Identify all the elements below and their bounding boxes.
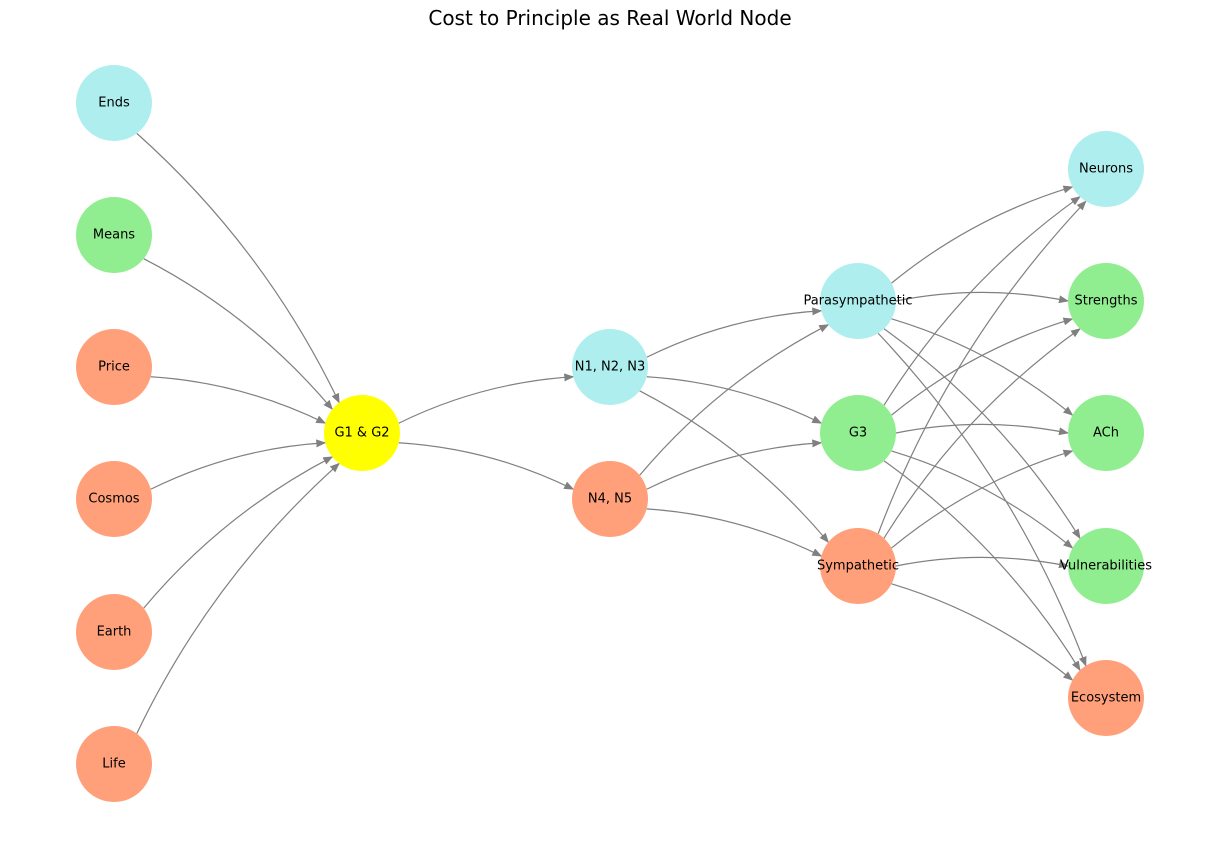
node-earth: Earth xyxy=(76,594,152,670)
edge-ends-to-g1g2 xyxy=(136,132,340,404)
node-para: Parasympathetic xyxy=(803,263,913,339)
edge-symp-to-eco xyxy=(891,583,1074,681)
node-n123: N1, N2, N3 xyxy=(572,329,648,405)
diagram-title: Cost to Principle as Real World Node xyxy=(428,6,792,30)
node-ach-circle xyxy=(1068,395,1144,471)
edge-g3-to-eco xyxy=(883,460,1081,672)
node-symp-circle xyxy=(820,528,896,604)
edge-symp-to-neurons xyxy=(877,200,1087,534)
node-g3-circle xyxy=(820,395,896,471)
node-strengths-circle xyxy=(1068,263,1144,339)
edge-g3-to-vuln xyxy=(891,450,1074,549)
node-vuln-label: Vulnerabilities xyxy=(1060,559,1152,574)
node-g3: G3 xyxy=(820,395,896,471)
node-eco: Ecosystem xyxy=(1068,660,1144,736)
node-ach: ACh xyxy=(1068,395,1144,471)
edge-para-to-vuln xyxy=(883,328,1081,540)
edge-para-to-ach xyxy=(891,318,1074,416)
node-vuln: Vulnerabilities xyxy=(1060,528,1152,604)
edge-g1g2-to-n123 xyxy=(398,373,575,424)
node-ach-label: ACh xyxy=(1093,426,1119,441)
node-strengths: Strengths xyxy=(1068,263,1144,339)
node-n123-label: N1, N2, N3 xyxy=(575,360,646,375)
node-strengths-label: Strengths xyxy=(1074,294,1137,309)
edge-para-to-neurons xyxy=(891,185,1074,284)
node-neurons-circle xyxy=(1068,131,1144,207)
edge-n45-to-g3 xyxy=(646,439,823,490)
node-cosmos-circle xyxy=(76,461,152,537)
node-n45-label: N4, N5 xyxy=(588,492,632,507)
edge-n123-to-para xyxy=(646,307,823,358)
edge-para-to-eco xyxy=(877,332,1087,667)
node-g1g2: G1 & G2 xyxy=(324,395,400,471)
edge-symp-to-strengths xyxy=(883,328,1081,539)
edge-symp-to-vuln xyxy=(895,556,1069,569)
edge-symp-to-ach xyxy=(891,449,1074,549)
node-vuln-circle xyxy=(1068,528,1144,604)
node-para-circle xyxy=(820,263,896,339)
node-ends: Ends xyxy=(76,65,152,141)
edge-g1g2-to-n45 xyxy=(398,442,575,490)
node-price-label: Price xyxy=(98,360,130,375)
edge-means-to-g1g2 xyxy=(143,258,333,411)
node-means-label: Means xyxy=(93,228,135,243)
node-earth-circle xyxy=(76,594,152,670)
edges-layer xyxy=(136,132,1087,734)
node-para-label: Parasympathetic xyxy=(803,294,912,309)
node-ends-label: Ends xyxy=(98,96,130,111)
node-price: Price xyxy=(76,329,152,405)
edge-para-to-strengths xyxy=(895,291,1069,304)
edge-price-to-g1g2 xyxy=(150,376,327,424)
node-neurons-label: Neurons xyxy=(1079,162,1133,177)
node-earth-label: Earth xyxy=(97,625,132,640)
edge-cosmos-to-g1g2 xyxy=(150,439,327,490)
node-ends-circle xyxy=(76,65,152,141)
edge-n123-to-symp xyxy=(639,390,830,543)
edge-life-to-g1g2 xyxy=(136,462,340,734)
node-n45: N4, N5 xyxy=(572,461,648,537)
node-price-circle xyxy=(76,329,152,405)
node-life-label: Life xyxy=(102,757,125,772)
edge-g3-to-neurons xyxy=(883,196,1081,406)
node-cosmos: Cosmos xyxy=(76,461,152,537)
edge-earth-to-g1g2 xyxy=(143,456,334,609)
node-symp-label: Sympathetic xyxy=(817,559,899,574)
edge-g3-to-strengths xyxy=(891,317,1074,416)
node-symp: Sympathetic xyxy=(817,528,899,604)
node-eco-label: Ecosystem xyxy=(1071,691,1141,706)
node-means: Means xyxy=(76,197,152,273)
edge-n123-to-g3 xyxy=(646,376,823,424)
node-cosmos-label: Cosmos xyxy=(88,492,139,507)
node-g1g2-label: G1 & G2 xyxy=(334,426,389,441)
node-n123-circle xyxy=(572,329,648,405)
node-n45-circle xyxy=(572,461,648,537)
node-neurons: Neurons xyxy=(1068,131,1144,207)
edge-g3-to-ach xyxy=(895,423,1069,436)
node-eco-circle xyxy=(1068,660,1144,736)
node-life: Life xyxy=(76,726,152,802)
node-g3-label: G3 xyxy=(849,426,867,441)
node-means-circle xyxy=(76,197,152,273)
node-g1g2-circle xyxy=(324,395,400,471)
node-life-circle xyxy=(76,726,152,802)
edge-n45-to-symp xyxy=(646,508,823,557)
edge-n45-to-para xyxy=(639,324,830,476)
